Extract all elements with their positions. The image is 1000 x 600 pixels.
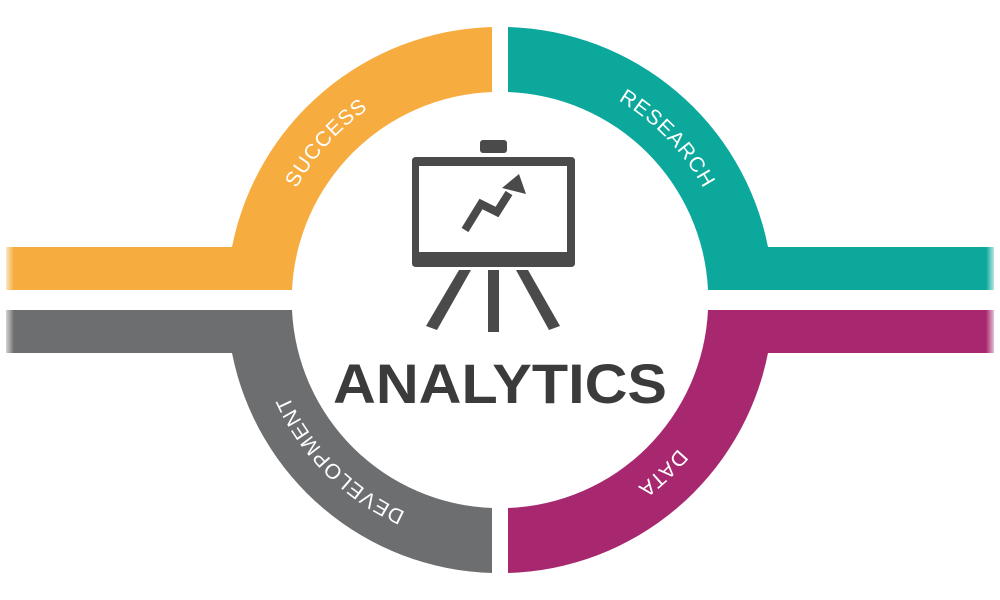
segment-data-band (508, 310, 994, 573)
left-edge-shade (6, 240, 14, 360)
segment-development-band (6, 310, 492, 573)
easel-handle (480, 140, 507, 153)
arrow-head (502, 174, 526, 194)
segment-success-band (6, 27, 492, 290)
diagram-title: ANALYTICS (333, 352, 667, 415)
trend-line (461, 190, 513, 233)
easel-board (412, 157, 575, 267)
segment-research-band (508, 27, 994, 290)
easel-leg-left (426, 270, 471, 330)
right-edge-shade (986, 240, 994, 360)
presentation-easel-chart-icon (412, 140, 575, 332)
easel-leg-center (488, 270, 499, 332)
easel-leg-right (516, 270, 560, 330)
